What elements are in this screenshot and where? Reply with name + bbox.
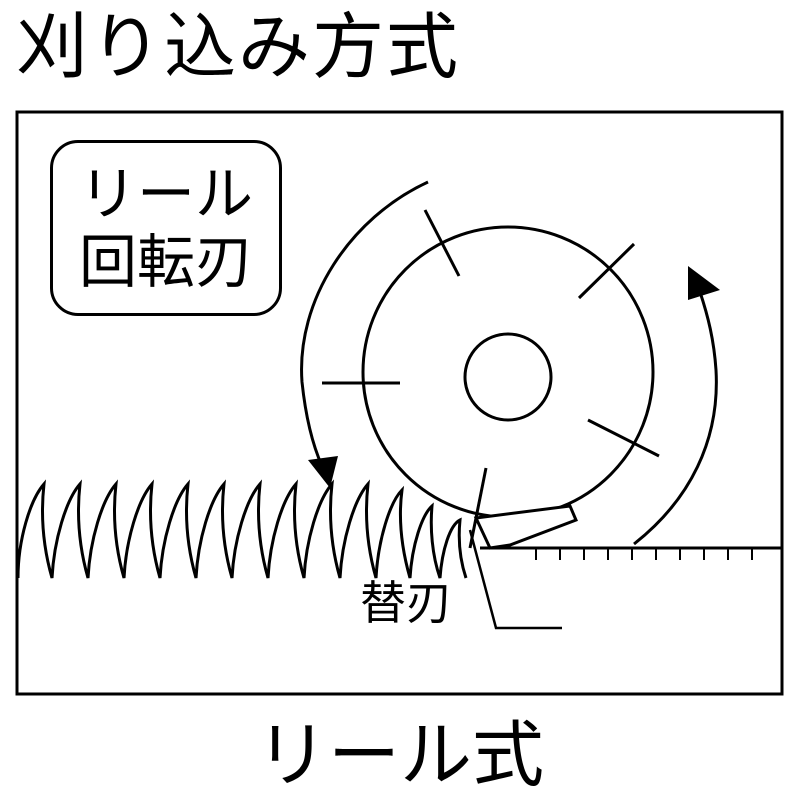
uncut-grass xyxy=(16,479,468,579)
reel-label-box: リール 回転刃 xyxy=(50,140,282,316)
reel-label-line1: リール xyxy=(78,160,253,228)
rotation-arrowhead-left xyxy=(308,456,338,488)
reel-label-line2: 回転刃 xyxy=(78,228,253,296)
blade-leader-line xyxy=(468,529,562,630)
rotation-arrow-left xyxy=(300,180,429,467)
reel-blades xyxy=(322,209,660,549)
rotation-arrowhead-right xyxy=(688,266,720,300)
cut-grass-ticks xyxy=(535,548,753,560)
replacement-blade-label: 替刃 xyxy=(360,576,452,630)
diagram-frame xyxy=(15,110,784,696)
diagram-title: 刈り込み方式 xyxy=(16,5,461,89)
bed-knife xyxy=(473,504,578,550)
reel-outer-circle xyxy=(361,225,655,519)
diagram-caption: リール式 xyxy=(255,713,544,797)
reel-hub xyxy=(463,332,553,422)
rotation-arrow-right xyxy=(633,291,718,546)
